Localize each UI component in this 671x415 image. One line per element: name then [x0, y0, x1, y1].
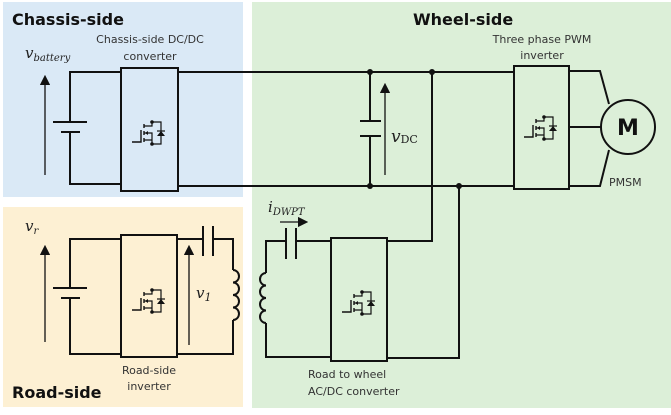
- road-inverter-label-line1: Road-side: [122, 364, 176, 377]
- road-coil-inductor-icon: [177, 269, 240, 355]
- acdc-positive-wire: [387, 72, 433, 242]
- road-battery-icon: [53, 238, 121, 355]
- svg-text:M: M: [617, 116, 639, 141]
- road-side-inverter: [120, 234, 178, 358]
- road-side-region: [3, 207, 243, 407]
- acdc-converter-label-line2: AC/DC converter: [308, 385, 400, 398]
- acdc-negative-wire: [387, 186, 460, 359]
- motor-phase-wires: [569, 70, 610, 187]
- road-voltage-label: vr: [25, 217, 39, 237]
- svg-text:v1: v1: [196, 284, 211, 304]
- pmsm-motor-icon: M: [600, 99, 656, 155]
- vdc-label: vDC: [391, 127, 418, 147]
- v1-label: v1: [196, 284, 211, 304]
- idwpt-label: iDWPT: [268, 198, 306, 218]
- dc-link-capacitor-icon: [360, 69, 381, 189]
- road-to-wheel-acdc-converter: [330, 237, 388, 362]
- pmsm-label: PMSM: [609, 176, 642, 189]
- chassis-side-region: [3, 2, 243, 197]
- chassis-side-title: Chassis-side: [12, 10, 124, 29]
- chassis-converter-label-line2: converter: [123, 50, 177, 63]
- svg-text:vDC: vDC: [391, 127, 418, 147]
- road-series-capacitor-icon: [177, 226, 234, 270]
- acdc-converter-label-line1: Road to wheel: [308, 368, 386, 381]
- wheel-side-region: [252, 2, 671, 408]
- svg-text:iDWPT: iDWPT: [268, 198, 306, 218]
- wheel-series-capacitor-icon: [285, 228, 331, 259]
- pwm-inverter-label-line2: inverter: [520, 49, 564, 62]
- road-inverter-label-line2: inverter: [127, 380, 171, 393]
- battery-icon: [53, 71, 121, 185]
- road-side-title: Road-side: [12, 383, 102, 402]
- wheel-coil-inductor-icon: [259, 240, 331, 358]
- chassis-converter-label-line1: Chassis-side DC/DC: [96, 33, 204, 46]
- wheel-side-title: Wheel-side: [413, 10, 513, 29]
- battery-voltage-label: vbattery: [25, 44, 71, 64]
- svg-text:vbattery: vbattery: [25, 44, 71, 64]
- svg-text:vr: vr: [25, 217, 39, 237]
- chassis-dcdc-converter: [120, 67, 179, 192]
- pwm-inverter-label-line1: Three phase PWM: [492, 33, 592, 46]
